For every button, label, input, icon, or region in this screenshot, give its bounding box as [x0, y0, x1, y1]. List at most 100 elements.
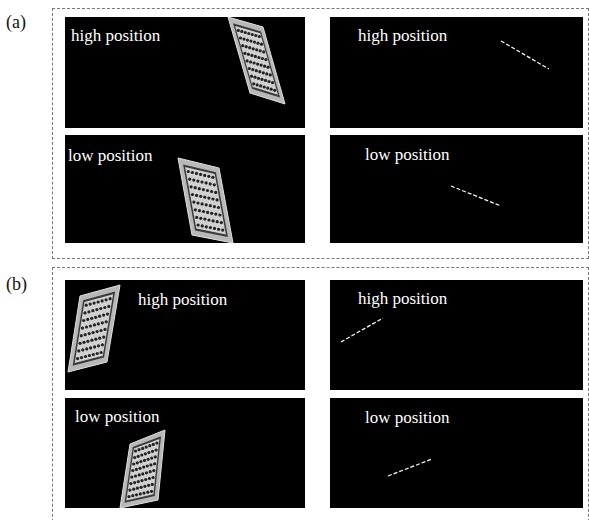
calibration-dot: [96, 330, 99, 333]
calibration-dot: [96, 352, 99, 355]
calibration-board: [235, 26, 278, 95]
calibration-dot: [217, 228, 220, 231]
calibration-dot: [84, 355, 87, 358]
calibration-dot: [101, 321, 104, 324]
calibration-dot: [254, 34, 257, 37]
calibration-dot: [196, 180, 199, 183]
calibration-dot: [86, 340, 89, 343]
calibration-dot: [201, 224, 204, 227]
calibration-dot: [210, 190, 213, 193]
calibration-dot: [211, 176, 214, 179]
calibration-dot: [93, 345, 96, 348]
calibration-dot: [202, 188, 205, 191]
camera-panel: high position: [331, 281, 584, 391]
calibration-dot: [270, 88, 273, 91]
calibration-dot: [206, 211, 209, 214]
calibration-dot: [249, 60, 252, 63]
calibration-dot: [259, 49, 262, 52]
calibration-dot: [209, 226, 212, 229]
calibration-dot: [95, 308, 98, 311]
calibration-board: [183, 164, 228, 237]
calibration-dot: [127, 495, 130, 498]
calibration-dot: [263, 65, 266, 68]
calibration-dot: [132, 462, 135, 465]
image-panel: [65, 17, 305, 128]
calibration-dot: [89, 303, 92, 306]
calibration-dot: [213, 183, 216, 186]
calibration-dot: [220, 221, 223, 224]
calibration-dot: [199, 217, 202, 220]
calibration-dot: [155, 442, 158, 445]
calibration-dot: [255, 48, 258, 51]
calibration-dot: [192, 201, 195, 204]
calibration-dot: [248, 67, 251, 70]
calibration-dot: [81, 348, 84, 351]
laser-line: [451, 186, 501, 206]
position-label: high position: [138, 290, 227, 310]
calibration-dot: [76, 357, 79, 360]
calibration-dot: [103, 306, 106, 309]
calibration-dot: [144, 452, 147, 455]
calibration-dot: [203, 218, 206, 221]
calibration-dot: [140, 479, 143, 482]
calibration-dot: [256, 42, 259, 45]
calibration-dot: [256, 83, 259, 86]
calibration-dot: [106, 313, 109, 316]
calibration-dot: [256, 63, 259, 66]
subfigure-label: (a): [6, 12, 26, 32]
calibration-dot: [146, 491, 149, 494]
calibration-dot: [245, 45, 248, 48]
calibration-dot: [258, 70, 261, 73]
calibration-dot: [207, 218, 210, 221]
calibration-dot: [252, 82, 255, 85]
calibration-dot: [258, 35, 261, 38]
calibration-dot: [105, 298, 108, 301]
camera-panel: low position: [66, 399, 306, 509]
calibration-dot: [255, 69, 258, 72]
calibration-dot: [145, 446, 148, 449]
calibration-dot: [153, 462, 156, 465]
position-label: low position: [365, 408, 450, 428]
calibration-dot: [269, 73, 272, 76]
calibration-dot: [97, 322, 100, 325]
calibration-dot: [207, 197, 210, 200]
calibration-dot: [138, 448, 141, 451]
calibration-board: [125, 436, 162, 502]
calibration-dot: [210, 212, 213, 215]
position-label: low position: [75, 407, 160, 427]
calibration-dot: [101, 343, 104, 346]
calibration-dot: [199, 173, 202, 176]
calibration-dot: [213, 205, 216, 208]
calibration-dot: [148, 477, 151, 480]
calibration-dot: [262, 71, 265, 74]
calibration-dot: [250, 75, 253, 78]
calibration-board: [228, 17, 285, 104]
calibration-dot: [202, 210, 205, 213]
calibration-board: [75, 294, 113, 363]
position-label: low position: [365, 145, 450, 165]
calibration-dot: [205, 225, 208, 228]
calibration-dot: [192, 179, 195, 182]
image-panel: [330, 398, 583, 508]
calibration-board: [233, 23, 280, 97]
calibration-dot: [94, 316, 97, 319]
calibration-dot: [197, 224, 200, 227]
calibration-dot: [209, 182, 212, 185]
calibration-dot: [93, 302, 96, 305]
calibration-dot: [261, 57, 264, 60]
calibration-board: [73, 292, 115, 366]
position-label: high position: [358, 26, 447, 46]
calibration-dot: [206, 189, 209, 192]
calibration-dot: [242, 38, 245, 41]
calibration-dot: [84, 333, 87, 336]
calibration-dot: [241, 44, 244, 47]
calibration-dot: [191, 193, 194, 196]
calibration-dot: [273, 89, 276, 92]
calibration-dot: [77, 349, 80, 352]
calibration-dot: [140, 453, 143, 456]
calibration-dot: [201, 202, 204, 205]
calibration-dot: [97, 300, 100, 303]
calibration-dot: [131, 494, 134, 497]
calibration-dot: [136, 461, 139, 464]
calibration-dot: [135, 468, 138, 471]
